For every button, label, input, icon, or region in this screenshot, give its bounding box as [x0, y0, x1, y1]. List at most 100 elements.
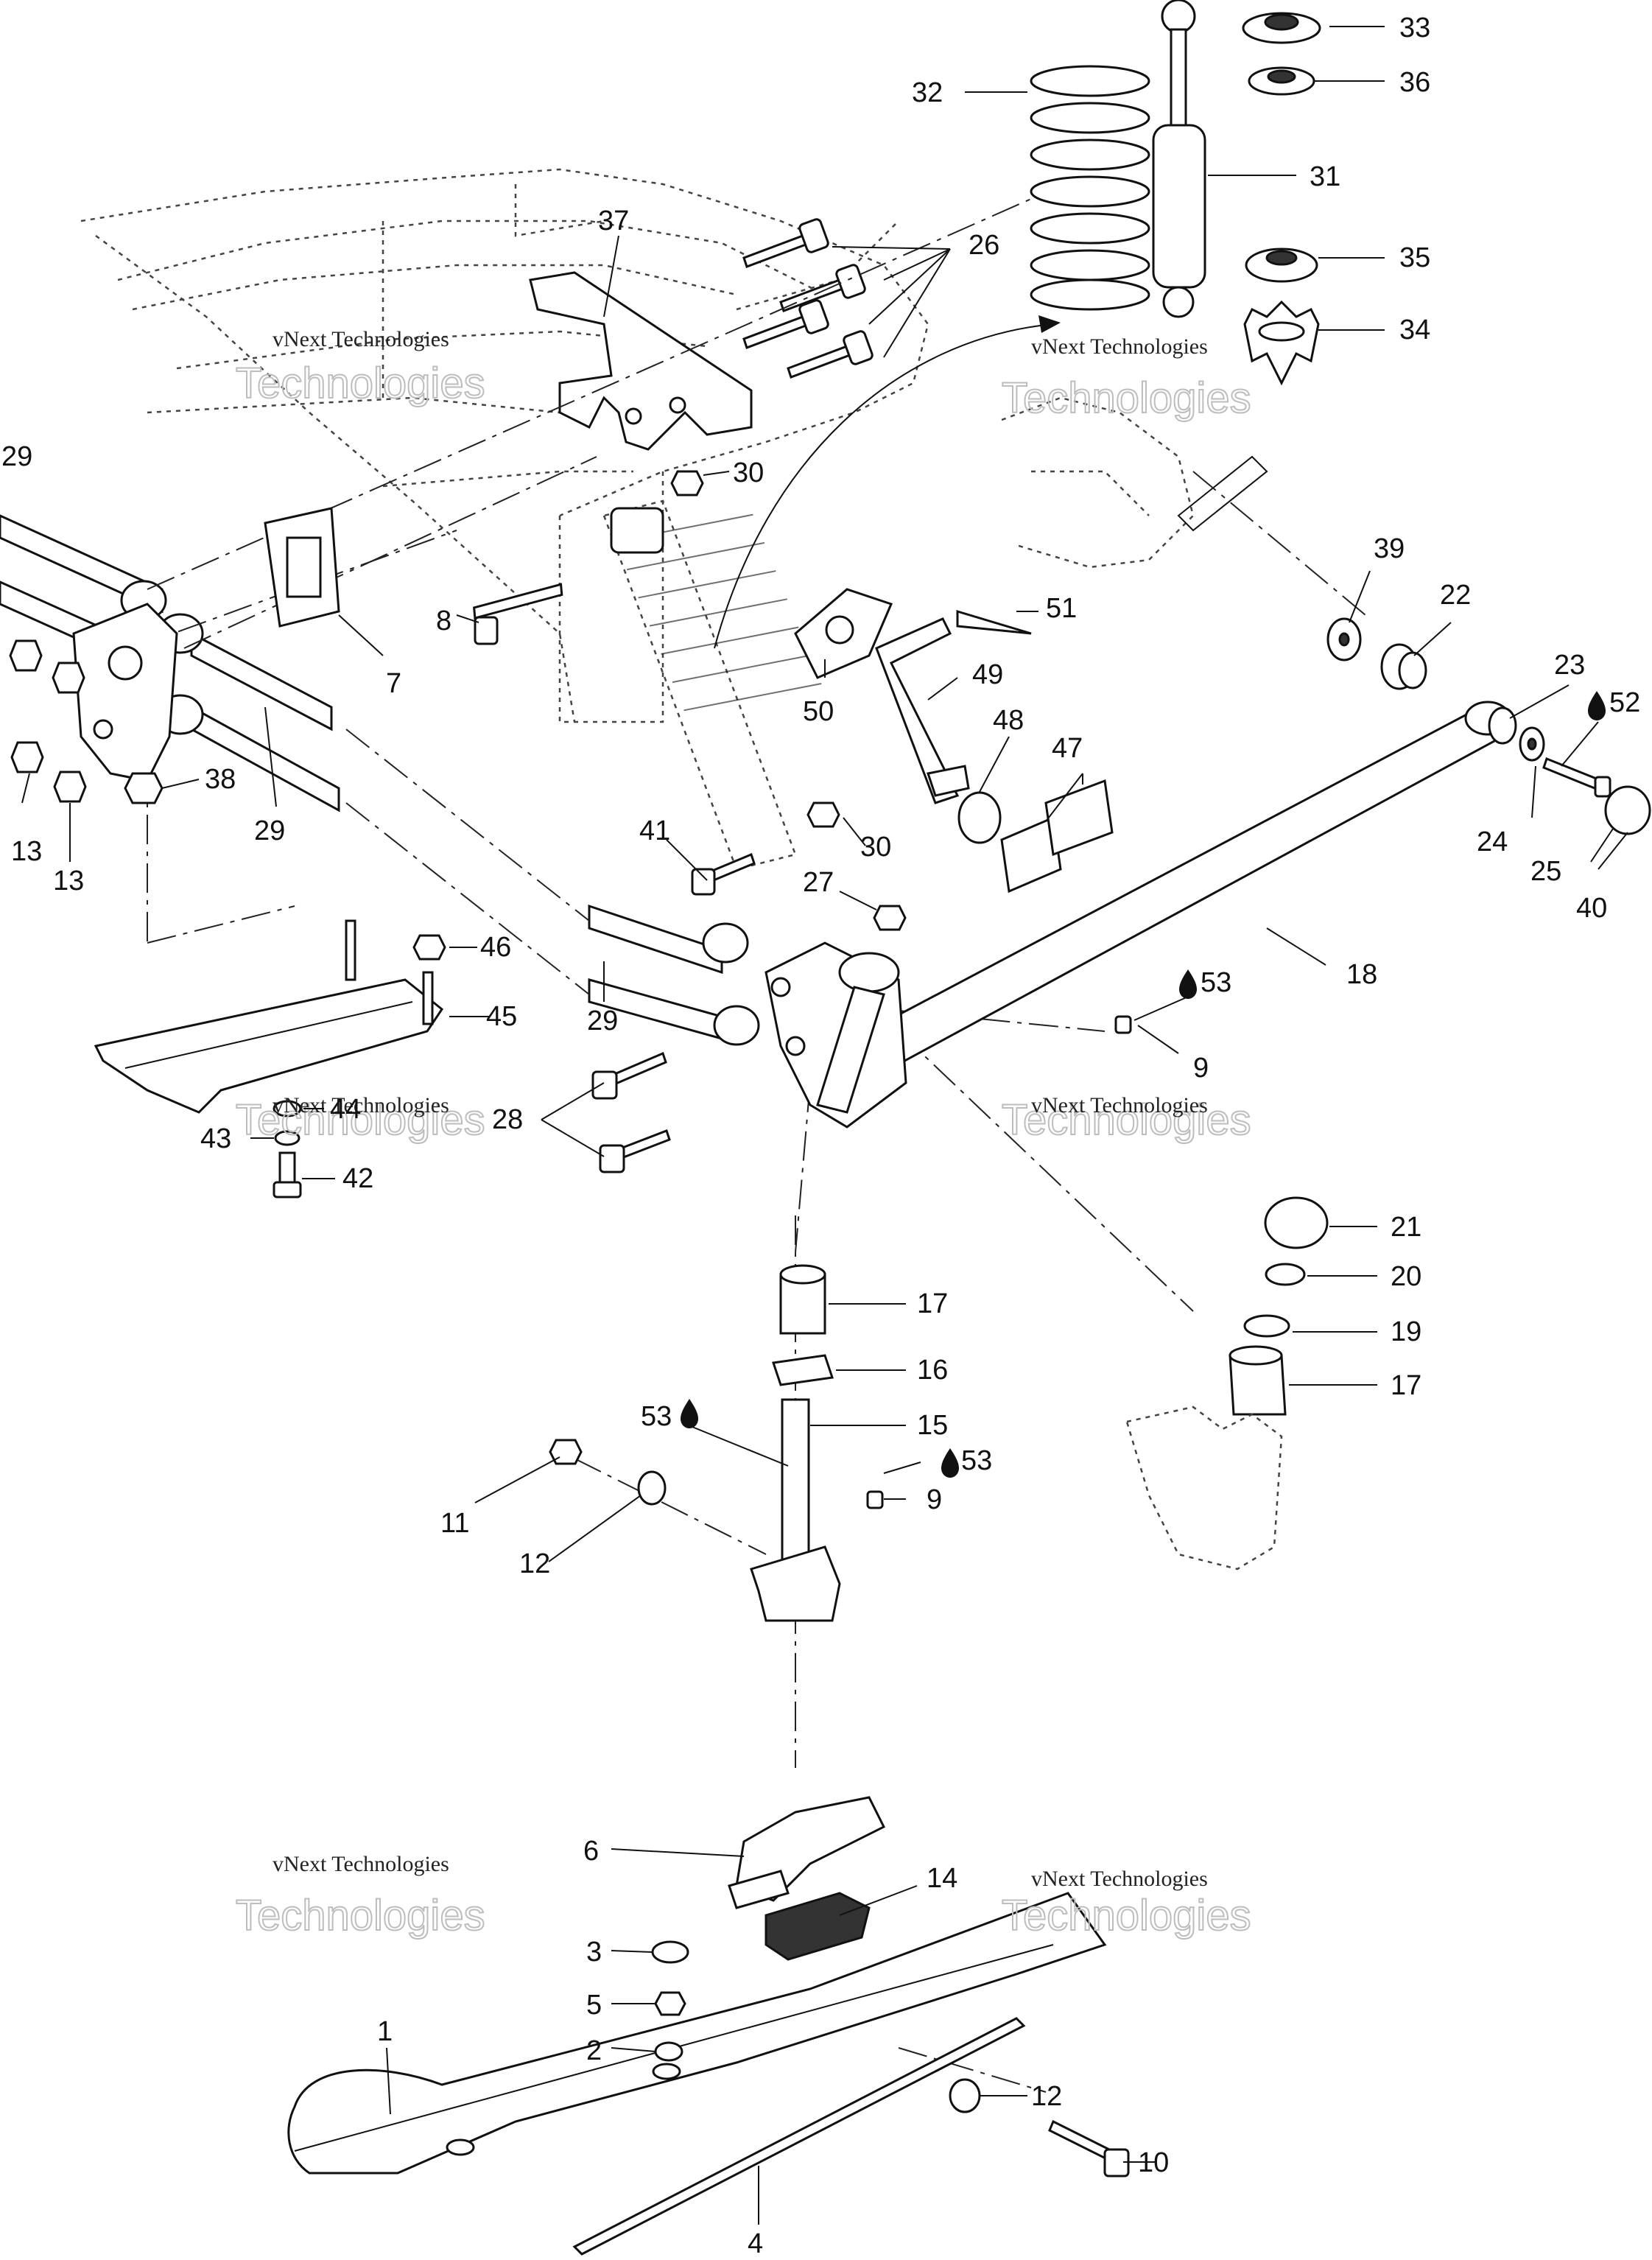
callout-34: 34 [1399, 315, 1430, 345]
callout-33: 33 [1399, 13, 1430, 43]
crank-49 [875, 617, 970, 804]
oil-drop-icon [681, 691, 1606, 1478]
callout-43: 43 [200, 1123, 231, 1154]
callout-16: 16 [917, 1355, 948, 1386]
ski-handle-6 [728, 1796, 886, 1909]
callout-35: 35 [1399, 242, 1430, 273]
callout-42: 42 [342, 1163, 373, 1194]
callout-40: 40 [1576, 893, 1607, 924]
callout-37: 37 [598, 206, 629, 236]
callout-29-top: 29 [1, 441, 32, 472]
callout-39: 39 [1374, 533, 1405, 564]
shock-absorber [1152, 0, 1206, 318]
suspension-arms-29 [0, 514, 760, 1046]
callout-5: 5 [586, 1990, 602, 2021]
svg-text:vNext Technologies: vNext Technologies [273, 327, 449, 351]
callout-41: 41 [639, 815, 670, 846]
bushing-12-lower [949, 2078, 981, 2113]
spring-stopper-33 [1242, 12, 1321, 44]
callout-51: 51 [1046, 593, 1077, 624]
bushing-12-upper [637, 1470, 667, 1506]
mounting-bracket-37 [529, 271, 753, 451]
washer-19 [1243, 1314, 1290, 1338]
bolt-25 [1542, 757, 1611, 798]
callout-29-bottom: 29 [587, 1006, 618, 1036]
callout-44: 44 [330, 1094, 361, 1125]
grease-fitting-9-lower [866, 1490, 884, 1509]
watermark: Technologies vNext Technologies Technolo… [235, 327, 1252, 1940]
ski-1 [287, 1892, 1107, 2175]
callout-13-right: 13 [53, 866, 84, 896]
callout-7: 7 [386, 668, 401, 699]
callout-21: 21 [1391, 1212, 1421, 1243]
svg-text:Technologies: Technologies [236, 1096, 485, 1144]
bolts-26 [742, 218, 874, 379]
callout-52: 52 [1609, 687, 1640, 718]
callout-26: 26 [969, 230, 999, 261]
callout-31: 31 [1310, 161, 1340, 192]
svg-text:vNext Technologies: vNext Technologies [273, 1852, 449, 1876]
callout-46: 46 [480, 932, 511, 963]
callout-10: 10 [1138, 2147, 1169, 2178]
hardware-2-3-5 [651, 1940, 689, 2062]
left-side-plate [72, 603, 178, 782]
callout-32: 32 [912, 77, 943, 108]
washer-16 [772, 1354, 834, 1386]
callout-45: 45 [486, 1001, 517, 1032]
callout-14: 14 [927, 1863, 957, 1894]
bushing-23 [1488, 706, 1517, 745]
callout-9-lower: 9 [927, 1484, 942, 1515]
spindle-15 [750, 1398, 841, 1622]
nut-30-upper [670, 470, 704, 496]
pin-51 [956, 609, 1032, 635]
steering-column [602, 499, 822, 871]
svg-text:Technologies: Technologies [1002, 1892, 1251, 1940]
bushing-17-right [1229, 1345, 1287, 1416]
skid-plate-45 [94, 919, 444, 1114]
frame-bracket-right [1001, 396, 1268, 569]
callout-17-center: 17 [917, 1288, 948, 1319]
callout-19: 19 [1391, 1316, 1421, 1347]
callout-38: 38 [205, 764, 236, 795]
svg-text:Technologies: Technologies [1002, 374, 1251, 422]
callout-24: 24 [1477, 827, 1508, 857]
washer-39 [1326, 617, 1362, 661]
bolt-41 [691, 852, 756, 896]
callout-49: 49 [972, 659, 1003, 690]
callout-48: 48 [993, 705, 1024, 736]
callout-9-upper: 9 [1193, 1053, 1209, 1084]
callout-3: 3 [586, 1937, 602, 1968]
callout-13-left: 13 [11, 836, 42, 867]
cap-21 [1264, 1196, 1329, 1249]
leader-lines [21, 26, 1628, 2225]
callout-47: 47 [1052, 733, 1083, 764]
callout-27: 27 [803, 867, 834, 898]
callout-23: 23 [1554, 650, 1585, 681]
spring-coil [1030, 65, 1150, 311]
callout-53-center: 53 [641, 1401, 672, 1432]
spindle-housing-right [1125, 1406, 1283, 1571]
callout-8: 8 [436, 606, 451, 636]
callout-25: 25 [1530, 856, 1561, 887]
callout-6: 6 [583, 1836, 599, 1867]
bolts-28 [591, 1051, 671, 1173]
bushings-47 [1000, 779, 1114, 894]
callout-15: 15 [917, 1410, 948, 1441]
grease-fitting-9-upper [1114, 1015, 1132, 1034]
callout-11: 11 [440, 1508, 469, 1539]
callout-50: 50 [803, 696, 834, 727]
nuts-13 [9, 639, 164, 804]
callout-1: 1 [377, 2016, 393, 2047]
bolt-8 [473, 583, 563, 645]
callout-53-lower: 53 [961, 1445, 992, 1476]
bolt-10 [1048, 2119, 1130, 2177]
svg-text:vNext Technologies: vNext Technologies [273, 1093, 449, 1117]
plate-7 [264, 507, 340, 628]
nut-46 [412, 934, 446, 961]
pivot-50 [794, 588, 893, 679]
svg-text:Technologies: Technologies [1002, 1096, 1251, 1144]
callout-4: 4 [748, 2228, 763, 2259]
callout-30-upper: 30 [733, 457, 764, 488]
svg-text:vNext Technologies: vNext Technologies [1031, 1867, 1208, 1891]
